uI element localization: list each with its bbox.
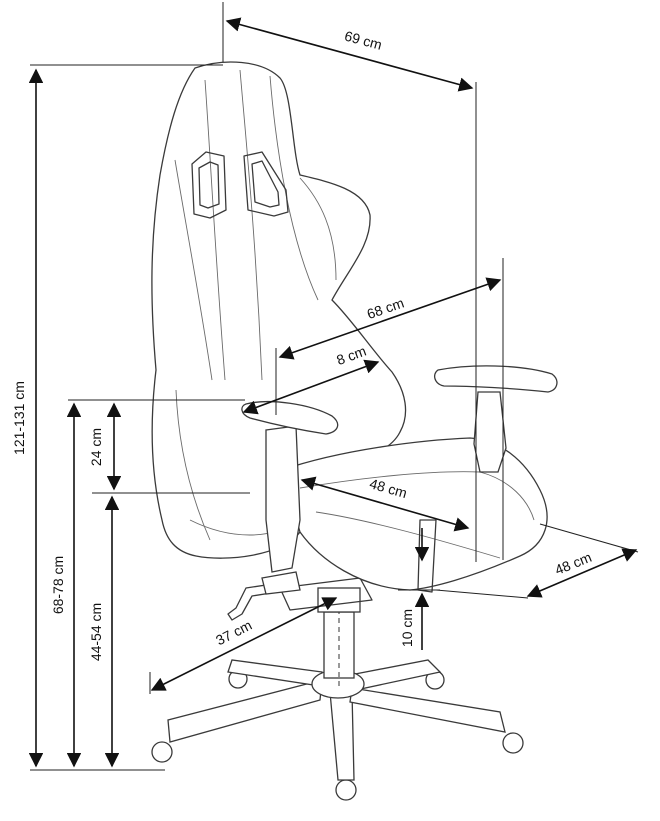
right-armrest (433, 365, 558, 473)
label-armrest-above-seat: 24 cm (88, 428, 104, 466)
dim-line-armrest-width (242, 359, 380, 415)
dim-line-seat-depth (300, 476, 470, 532)
seat (281, 437, 548, 593)
dim-line-seat-width (526, 548, 638, 598)
label-base-radius: 37 cm (213, 617, 254, 649)
label-seat-adjust: 10 cm (399, 609, 415, 647)
label-seat-height: 44-54 cm (88, 603, 104, 661)
label-seat-width: 48 cm (552, 549, 593, 578)
label-total-height: 121-131 cm (11, 381, 27, 455)
dim-line-base-radius (150, 597, 338, 691)
chair-illustration (151, 61, 558, 801)
extension-lines (30, 2, 639, 771)
label-overall-depth: 69 cm (343, 28, 384, 53)
dimension-lines (28, 17, 638, 768)
dim-line-arm-span-depth (278, 277, 502, 360)
dim-line-overall-depth (225, 17, 474, 92)
label-armrest-height: 68-78 cm (50, 556, 66, 614)
label-arm-span-depth: 68 cm (365, 295, 406, 323)
